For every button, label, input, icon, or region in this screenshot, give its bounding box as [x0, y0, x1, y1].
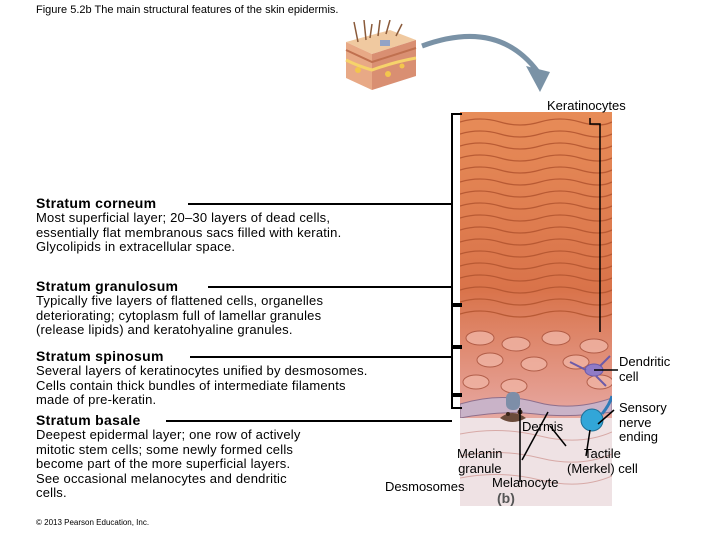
layer-desc-line: become part of the more superficial laye…	[36, 456, 291, 472]
label-line: Sensory	[619, 400, 667, 415]
layer-desc-line: Most superficial layer; 20–30 layers of …	[36, 210, 331, 225]
layer-stratum-basale: Stratum basale Deepest epidermal layer; …	[36, 412, 301, 501]
layer-desc-line: Typically five layers of flattened cells…	[36, 293, 324, 308]
magnify-arrow	[421, 33, 550, 92]
layer-desc-line: essentially flat membranous sacs filled …	[36, 224, 342, 240]
label-line: ending	[619, 429, 659, 444]
layer-desc-line: Several layers of keratinocytes unified …	[36, 363, 368, 378]
epidermis-micrograph	[460, 112, 612, 506]
panel-label: (b)	[497, 490, 515, 506]
layer-desc-line: Deepest epidermal layer; one row of acti…	[36, 427, 301, 442]
layer-desc-line: cells.	[36, 485, 67, 501]
skin-section-thumbnail	[345, 20, 417, 90]
label-line: Tactile	[583, 446, 621, 461]
label-tactile-cell: Tactile (Merkel) cell	[567, 446, 638, 476]
layer-name: Stratum granulosum	[36, 278, 179, 294]
leader-stratum-spinosum	[190, 356, 452, 358]
leader-stratum-basale	[166, 420, 452, 422]
label-keratinocytes: Keratinocytes	[547, 98, 626, 113]
leader-stratum-granulosum	[208, 286, 452, 288]
label-desmosomes: Desmosomes	[385, 479, 465, 494]
layer-stratum-granulosum: Stratum granulosum Typically five layers…	[36, 278, 323, 338]
label-line: granule	[458, 460, 502, 476]
label-line: Melanin	[457, 446, 503, 461]
layer-brackets	[451, 113, 462, 409]
layer-stratum-corneum: Stratum corneum Most superficial layer; …	[36, 195, 341, 255]
label-line: (Merkel) cell	[567, 460, 638, 476]
label-line: cell	[619, 368, 639, 384]
label-dendritic-cell: Dendritic cell	[619, 354, 671, 384]
structure-leader-lines	[519, 118, 618, 482]
copyright-text: © 2013 Pearson Education, Inc.	[36, 518, 150, 527]
label-line: Dendritic	[619, 354, 671, 369]
label-melanin-granule: Melanin granule	[457, 446, 503, 476]
layer-desc-line: See occasional melanocytes and dendritic	[36, 470, 287, 486]
label-dermis: Dermis	[522, 419, 564, 434]
leader-stratum-corneum	[188, 203, 452, 205]
layer-desc-line: (release lipids) and keratohyaline granu…	[36, 322, 293, 338]
layer-desc-line: Glycolipids in extracellular space.	[36, 239, 236, 255]
label-melanocyte: Melanocyte	[492, 475, 559, 490]
figure-title: Figure 5.2b The main structural features…	[36, 4, 339, 16]
layer-desc-line: Cells contain thick bundles of intermedi…	[36, 377, 346, 393]
layer-desc-line: deteriorating; cytoplasm full of lamella…	[36, 307, 322, 323]
layer-name: Stratum spinosum	[36, 348, 164, 364]
layer-desc-line: made of pre-keratin.	[36, 392, 157, 408]
label-sensory-nerve-ending: Sensory nerve ending	[619, 400, 667, 445]
layer-stratum-spinosum: Stratum spinosum Several layers of kerat…	[36, 348, 368, 408]
layer-name: Stratum corneum	[36, 195, 157, 211]
layer-name: Stratum basale	[36, 412, 141, 428]
label-line: nerve	[619, 414, 652, 430]
layer-desc-line: mitotic stem cells; some newly formed ce…	[36, 441, 294, 457]
